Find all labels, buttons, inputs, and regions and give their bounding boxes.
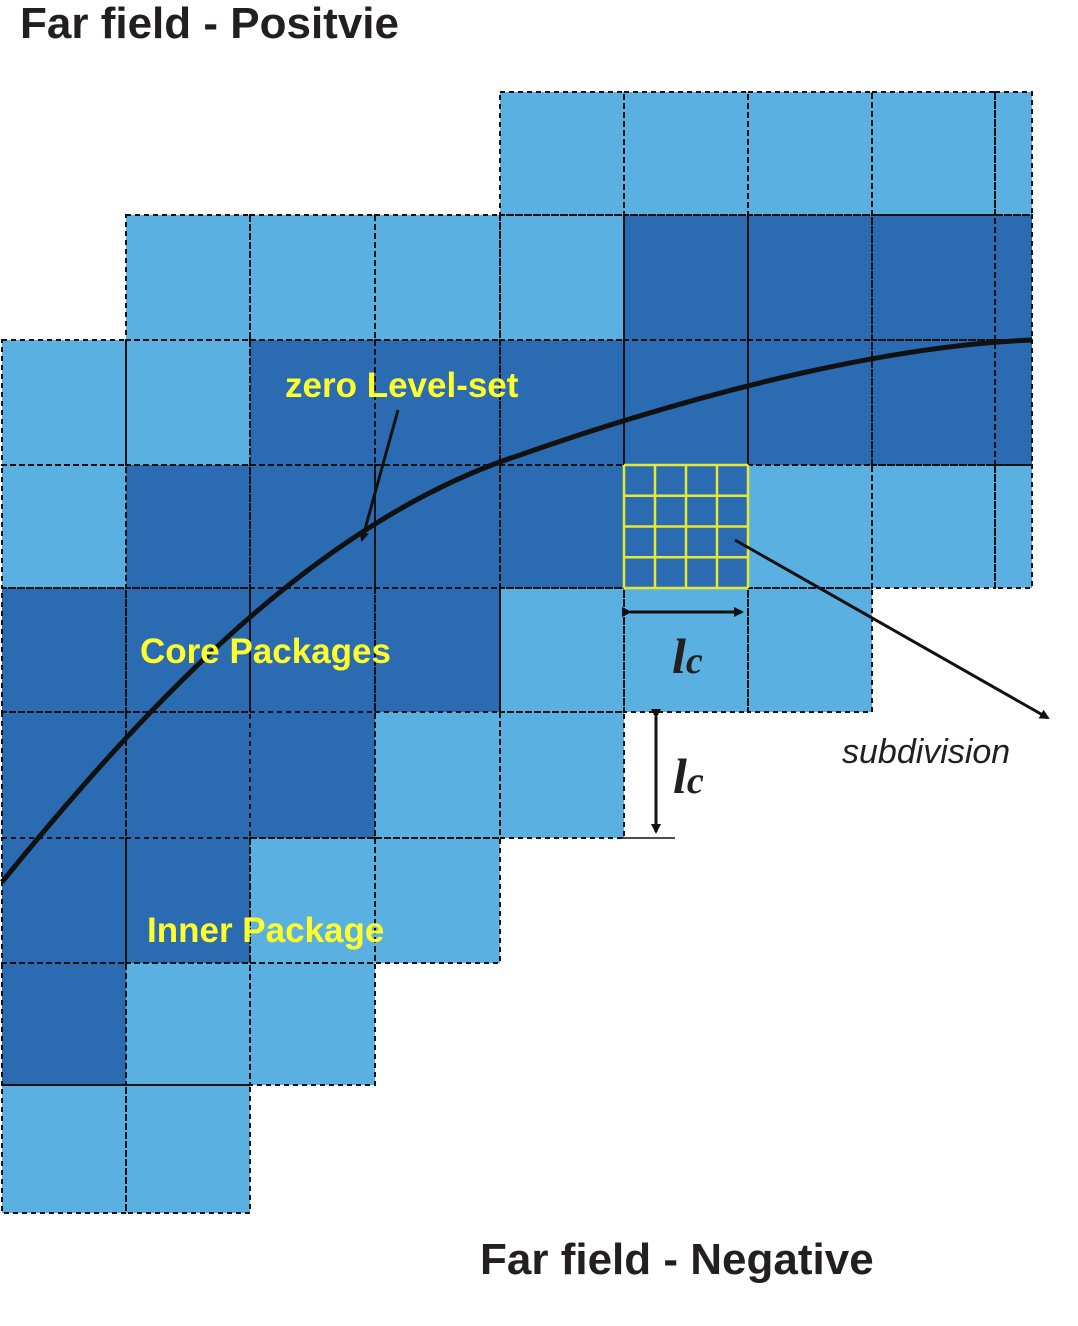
cell-dashed-border [499,464,625,589]
core-package-cell [2,712,126,838]
cell-dashed-border [1,711,127,839]
cell-dashed-border [125,837,251,964]
inner-package-cell [126,215,250,340]
core-package-cell [250,340,375,465]
inner-package-cell [624,92,748,215]
far-field-positive-title: Far field - Positvie [20,0,399,48]
core-package-cell [872,215,995,340]
cell-dashed-border [374,587,501,713]
inner-package-cell [250,215,375,340]
inner-package-cell [500,215,624,340]
inner-package-cell [126,963,250,1085]
inner-package-cell [995,92,1032,215]
core-package-cell [624,215,748,340]
package-grid-lines [1,91,1033,1214]
cell-dashed-border [499,587,625,713]
inner-package-label: Inner Package [147,911,384,950]
core-package-cell [748,215,872,340]
cell-dashed-border [1,837,127,964]
cell-dashed-border [1,587,127,713]
inner-package-cell [748,92,872,215]
cell-dashed-border [249,962,376,1086]
subdivision-arrow [734,538,1050,720]
vertical-lc-dimension [618,709,675,839]
subdivision-label: subdivision [842,733,1010,771]
subdivision-grid [622,463,750,590]
cell-dashed-border [249,464,376,589]
cell-dashed-border [871,214,996,341]
cell-dashed-border [994,464,1033,589]
zero-level-set-label: zero Level-set [285,366,519,405]
lc-label-horizontal: lc [672,628,703,684]
zero-level-set-curve [0,337,1033,884]
inner-package-cell [2,1085,126,1213]
cell-dashed-border [1,339,127,466]
core-package-cell [995,340,1032,465]
inner-package-cell [250,963,375,1085]
core-package-cell [995,215,1032,340]
core-packages-label: Core Packages [140,632,391,671]
zero-level-set-pointer [359,409,400,542]
cell-dashed-border [747,91,873,216]
cell-dashed-border [871,91,996,216]
lc-label-vertical: lc [673,748,704,804]
inner-package-cell [872,92,995,215]
cell-dashed-border [623,587,749,713]
inner-package-cell [500,588,624,712]
far-field-negative-title: Far field - Negative [480,1235,874,1284]
package-cells [2,92,1032,1213]
core-package-cell [375,465,500,588]
core-package-cell [2,963,126,1085]
cell-dashed-border [1,464,127,589]
cell-dashed-border [499,214,625,341]
cell-dashed-border [125,587,251,713]
cell-dashed-border [499,91,625,216]
inner-package-cell [126,1085,250,1213]
cell-dashed-border [125,339,251,466]
core-package-cell [500,340,624,465]
cell-dashed-border [871,464,996,589]
core-package-cell [126,588,250,712]
core-package-cell [126,712,250,838]
core-package-cell [250,712,375,838]
core-package-cell [872,340,995,465]
inner-package-cell [748,465,872,588]
inner-package-cell [250,838,375,963]
inner-package-cell [126,340,250,465]
inner-package-cell [2,465,126,588]
core-package-cell [2,588,126,712]
inner-package-cell [375,838,500,963]
cell-dashed-border [623,214,749,341]
cell-dashed-border [747,587,873,713]
cell-dashed-border [994,91,1033,216]
cell-dashed-border [1,962,127,1086]
core-package-cell [375,588,500,712]
cell-dashed-border [499,711,625,839]
core-package-cell [126,838,250,963]
cell-dashed-border [623,91,749,216]
core-package-cell [126,465,250,588]
core-package-cell [748,340,872,465]
inner-package-cell [375,712,500,838]
core-package-cell [375,340,500,465]
cell-dashed-border [871,339,996,466]
inner-package-cell [500,712,624,838]
cell-dashed-border [747,214,873,341]
cell-dashed-border [499,339,625,466]
core-package-cell [500,465,624,588]
core-package-cell [250,588,375,712]
inner-package-cell [2,340,126,465]
cell-dashed-border [747,339,873,466]
cell-dashed-border [125,464,251,589]
inner-package-cell [500,92,624,215]
inner-package-cell [872,465,995,588]
cell-dashed-border [125,214,251,341]
cell-dashed-border [125,711,251,839]
inner-package-cell [375,215,500,340]
inner-package-cell [995,465,1032,588]
inner-package-cell [748,588,872,712]
cell-dashed-border [249,587,376,713]
